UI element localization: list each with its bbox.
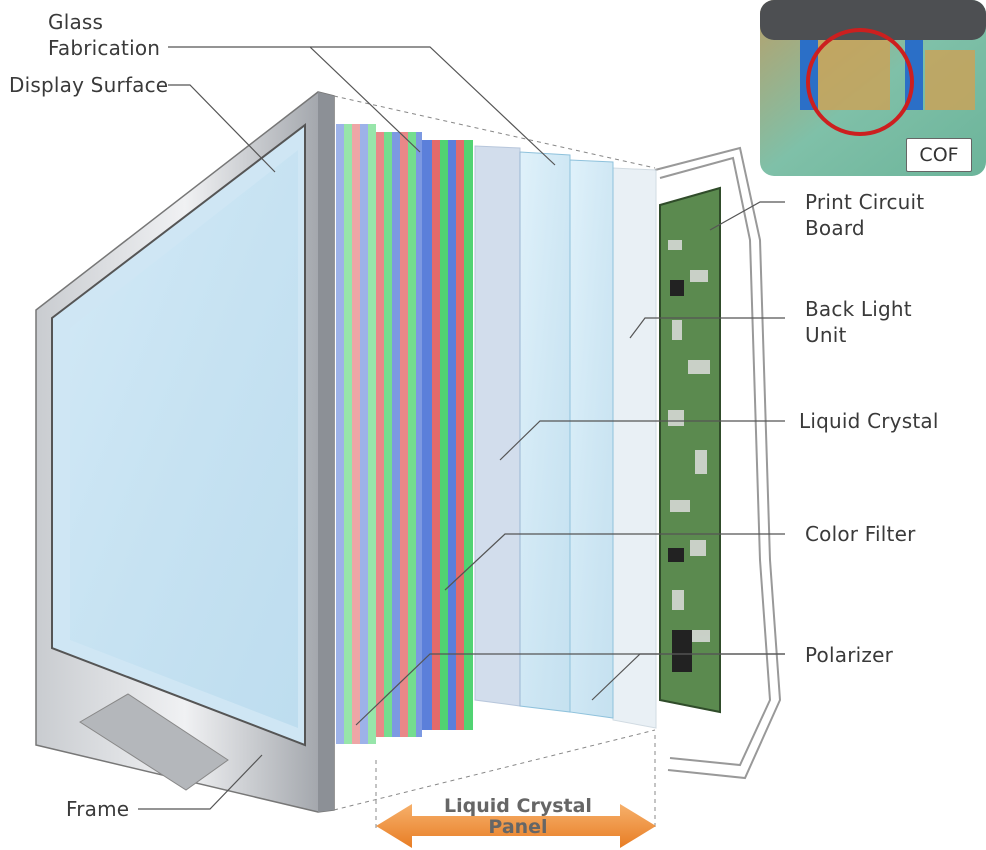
label-display-surface: Display Surface xyxy=(9,72,168,98)
label-color-filter: Color Filter xyxy=(805,521,916,547)
label-frame: Frame xyxy=(66,796,129,822)
label-back-light-unit: Back Light Unit xyxy=(805,296,912,348)
label-liquid-crystal-panel: Liquid Crystal Panel xyxy=(418,796,618,838)
monitor-frame xyxy=(36,92,334,812)
color-filter-stripes xyxy=(336,124,473,744)
label-liquid-crystal: Liquid Crystal xyxy=(799,408,939,434)
label-cof: COF xyxy=(906,138,972,172)
label-glass-fabrication: Glass Fabrication xyxy=(48,9,160,61)
label-print-circuit-board: Print Circuit Board xyxy=(805,189,924,241)
layer-sheets xyxy=(475,146,656,728)
print-circuit-board xyxy=(660,188,720,712)
label-polarizer: Polarizer xyxy=(805,642,893,668)
